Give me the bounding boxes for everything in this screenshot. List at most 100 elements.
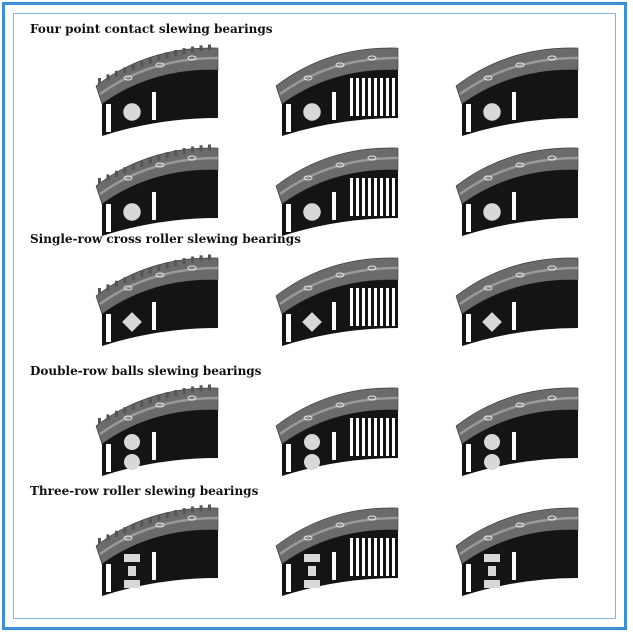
raceway-groove [99,266,219,306]
gear-tooth [106,534,110,541]
raceway-groove [279,56,399,96]
gear-tooth [106,74,110,81]
gear-tooth [392,418,395,456]
ring-split [286,444,291,472]
bearing-illustration [95,254,219,346]
gear-tooth [157,154,161,161]
ring-split [286,314,291,342]
gear-tooth [123,407,127,414]
ring-split [106,444,111,472]
ring-split [286,204,291,232]
gear-tooth [368,178,371,216]
gear-tooth [157,54,161,61]
mounting-hole [303,75,313,81]
section-heading: Four point contact slewing bearings [30,22,273,36]
gear-tooth [148,397,152,404]
gear-tooth [374,418,377,456]
gear-tooth [165,152,169,159]
gear-tooth [380,418,383,456]
ring-split [466,204,471,232]
ring-split [512,302,516,330]
gear-tooth [208,384,211,391]
gear-tooth [380,538,383,576]
gear-tooth [140,60,144,67]
gear-tooth [182,48,186,55]
gear-tooth [123,67,127,74]
ring-split [466,104,471,132]
mounting-hole [187,395,197,401]
mounting-hole [547,155,557,161]
mounting-hole [515,402,525,408]
gear-tooth [380,178,383,216]
gear-tooth [374,178,377,216]
mounting-hole [155,402,165,408]
gear-tooth [174,49,178,56]
ball-element [122,102,142,122]
gear-tooth [356,178,359,216]
raceway-groove [279,156,399,196]
mounting-hole [335,162,345,168]
section-heading: Three-row roller slewing bearings [30,484,259,498]
mounting-hole [123,75,133,81]
mounting-hole [303,415,313,421]
ring-split [106,104,111,132]
gear-tooth [374,288,377,326]
roller-element [484,554,500,562]
roller-element [488,566,496,576]
mounting-hole [303,175,313,181]
gear-tooth [386,538,389,576]
mounting-hole [303,285,313,291]
gear-tooth [106,174,110,181]
gear-tooth [208,144,211,151]
gear-tooth [350,538,353,576]
inner-frame [13,13,616,619]
ring-split [466,444,471,472]
gear-tooth [123,527,127,534]
gear-tooth [98,78,101,84]
gear-tooth [182,388,186,395]
gear-tooth [362,418,365,456]
gear-tooth [350,288,353,326]
mounting-hole [155,162,165,168]
ring-split [466,564,471,592]
gear-tooth [362,78,365,116]
gear-tooth [148,57,152,64]
gear-tooth [199,45,203,52]
gear-tooth [182,508,186,515]
bearing-illustration [95,44,219,136]
mounting-hole [123,415,133,421]
roller-element [482,312,502,332]
gear-tooth [131,523,135,530]
raceway-groove [99,56,219,96]
gear-tooth [368,288,371,326]
raceway-groove [99,396,219,436]
ring-split [332,92,336,120]
bearing-illustration [455,147,579,236]
roller-element [484,580,500,588]
ball-element [482,102,502,122]
gear-tooth [191,46,195,53]
gear-tooth [148,157,152,164]
raceway-groove [459,56,579,96]
mounting-hole [335,62,345,68]
bearing-illustration [275,387,399,476]
gear-tooth [98,538,101,544]
mounting-hole [367,265,377,271]
mounting-hole [367,155,377,161]
gear-tooth [380,288,383,326]
bearing-illustration [275,257,399,346]
mounting-hole [335,272,345,278]
roller-element [124,580,140,588]
gear-tooth [123,277,127,284]
roller-element [304,580,320,588]
gear-tooth [157,264,161,271]
gear-tooth [98,418,101,424]
mounting-hole [547,265,557,271]
gear-tooth [114,410,118,417]
gear-tooth [131,63,135,70]
ring-split [466,314,471,342]
gear-tooth [123,167,127,174]
mounting-hole [547,55,557,61]
mounting-hole [483,175,493,181]
bearing-illustration [455,507,579,596]
